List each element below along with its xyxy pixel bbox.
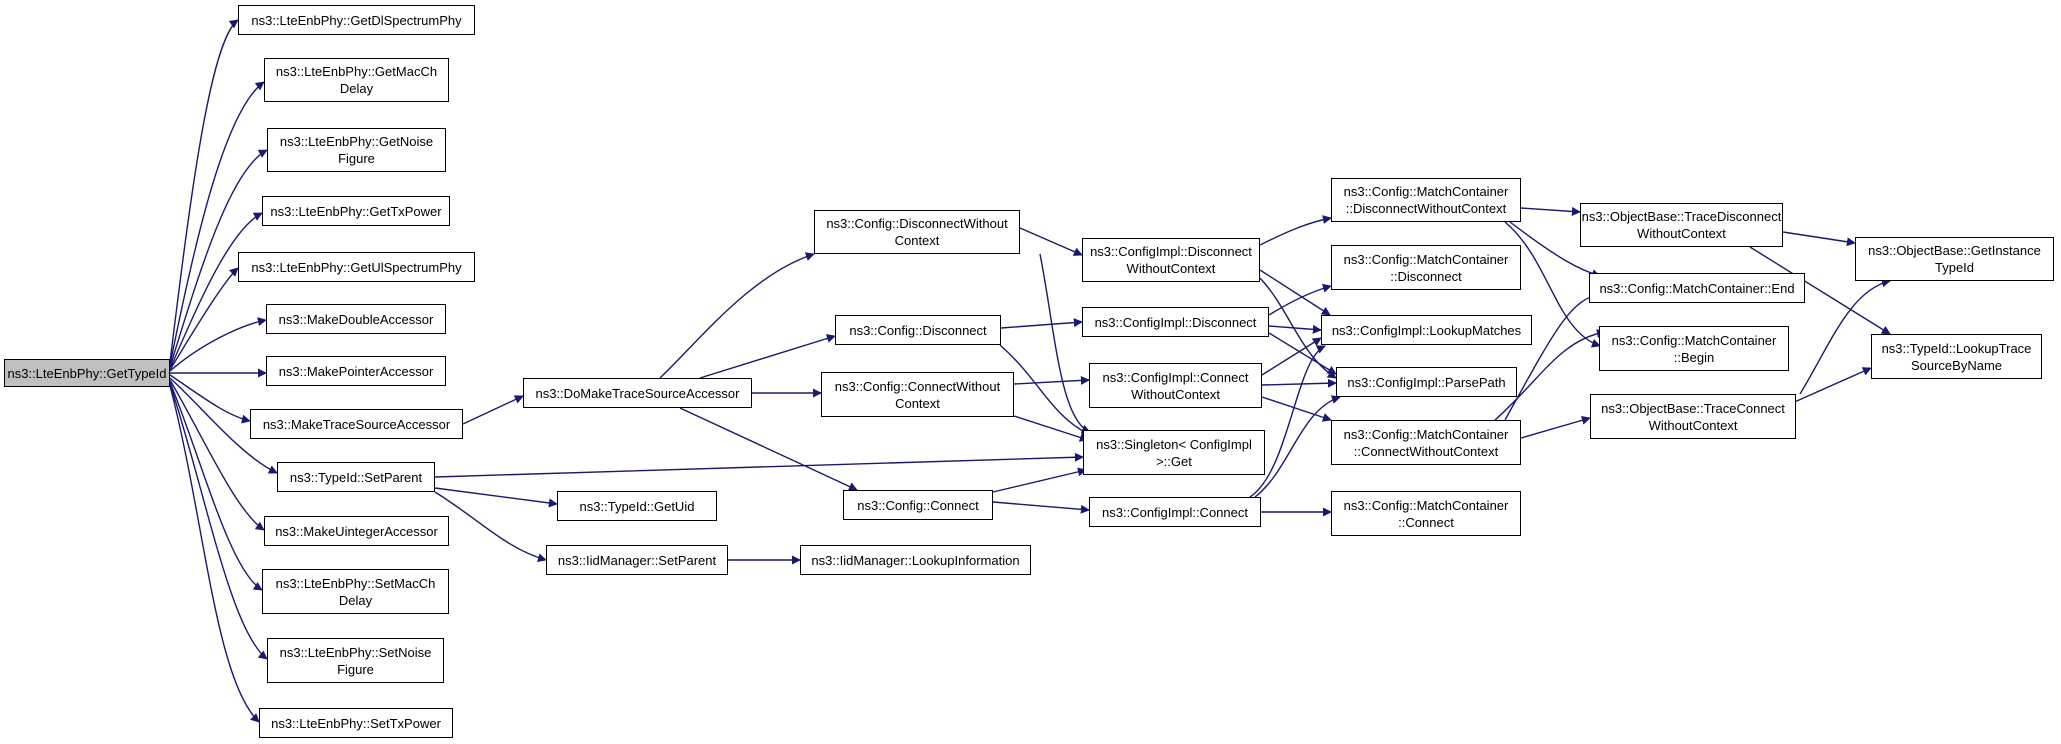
node-iidmanager-set-parent[interactable]: ns3::IidManager::SetParent xyxy=(546,545,728,575)
call-edge xyxy=(1268,324,1322,334)
node-set-mac-ch-delay[interactable]: ns3::LteEnbPhy::SetMacCh Delay xyxy=(262,569,449,614)
call-edge xyxy=(462,395,524,425)
call-edge xyxy=(1254,395,1341,498)
node-make-double-accessor[interactable]: ns3::MakeDoubleAccessor xyxy=(266,304,446,334)
call-edge xyxy=(169,377,278,474)
node-matchcontainer-connect-without-context[interactable]: ns3::Config::MatchContainer ::ConnectWit… xyxy=(1331,420,1521,465)
call-edge xyxy=(1520,206,1581,216)
node-typeid-get-uid[interactable]: ns3::TypeId::GetUid xyxy=(557,491,717,521)
node-get-tx-power[interactable]: ns3::LteEnbPhy::GetTxPower xyxy=(262,196,450,226)
node-matchcontainer-end[interactable]: ns3::Config::MatchContainer::End xyxy=(1589,273,1805,303)
call-edge xyxy=(1268,332,1337,375)
call-edge xyxy=(1799,278,1891,395)
call-edge xyxy=(1520,415,1591,439)
node-objectbase-trace-disconnect-without-context[interactable]: ns3::ObjectBase::TraceDisconnect Without… xyxy=(1580,203,1783,247)
call-edge xyxy=(169,374,251,424)
node-get-dl-spectrum-phy[interactable]: ns3::LteEnbPhy::GetDlSpectrumPhy xyxy=(238,5,475,35)
call-edge xyxy=(169,149,268,368)
call-edge xyxy=(169,19,239,363)
node-make-trace-source-accessor[interactable]: ns3::MakeTraceSourceAccessor xyxy=(250,409,463,439)
node-configimpl-parse-path[interactable]: ns3::ConfigImpl::ParsePath xyxy=(1336,367,1517,397)
node-set-tx-power[interactable]: ns3::LteEnbPhy::SetTxPower xyxy=(259,708,453,738)
call-edge xyxy=(679,407,858,491)
node-configimpl-lookup-matches[interactable]: ns3::ConfigImpl::LookupMatches xyxy=(1321,315,1532,345)
node-matchcontainer-connect[interactable]: ns3::Config::MatchContainer ::Connect xyxy=(1331,491,1521,536)
node-matchcontainer-disconnect[interactable]: ns3::Config::MatchContainer ::Disconnect xyxy=(1331,245,1521,290)
call-edge xyxy=(1000,318,1083,329)
node-make-uinteger-accessor[interactable]: ns3::MakeUintegerAccessor xyxy=(264,516,449,546)
node-singleton-configimpl-get[interactable]: ns3::Singleton< ConfigImpl >::Get xyxy=(1083,430,1265,475)
node-matchcontainer-begin[interactable]: ns3::Config::MatchContainer ::Begin xyxy=(1599,326,1789,371)
call-edge xyxy=(1259,269,1331,316)
node-get-mac-ch-delay[interactable]: ns3::LteEnbPhy::GetMacCh Delay xyxy=(264,58,449,102)
node-config-connect[interactable]: ns3::Config::Connect xyxy=(843,490,993,520)
call-edge xyxy=(1749,246,1891,335)
node-typeid-lookup-trace-source-by-name[interactable]: ns3::TypeId::LookupTrace SourceByName xyxy=(1871,334,2042,379)
call-edge xyxy=(1268,283,1332,316)
call-edge xyxy=(1039,253,1091,434)
call-edge xyxy=(1782,231,1856,247)
node-lte-enb-phy-get-type-id: ns3::LteEnbPhy::GetTypeId xyxy=(4,359,170,387)
call-edge xyxy=(1504,291,1601,421)
node-configimpl-disconnect-without-context[interactable]: ns3::ConfigImpl::Disconnect WithoutConte… xyxy=(1082,238,1260,282)
call-edge xyxy=(434,487,558,508)
node-configimpl-disconnect[interactable]: ns3::ConfigImpl::Disconnect xyxy=(1082,307,1269,337)
call-edge xyxy=(992,501,1090,514)
call-edge xyxy=(1261,396,1332,422)
call-edge xyxy=(1259,215,1332,246)
call-edge xyxy=(1249,345,1326,498)
call-edge xyxy=(434,491,547,563)
call-edge xyxy=(169,385,260,723)
node-get-noise-figure[interactable]: ns3::LteEnbPhy::GetNoise Figure xyxy=(267,128,446,172)
call-edge xyxy=(169,267,239,371)
call-edge xyxy=(1259,277,1337,379)
node-config-disconnect[interactable]: ns3::Config::Disconnect xyxy=(835,315,1001,345)
call-edge xyxy=(699,334,836,379)
call-edge xyxy=(999,344,1091,436)
call-edge xyxy=(169,379,265,531)
node-matchcontainer-disconnect-without-context[interactable]: ns3::Config::MatchContainer ::Disconnect… xyxy=(1331,178,1521,222)
node-set-noise-figure[interactable]: ns3::LteEnbPhy::SetNoise Figure xyxy=(267,638,444,683)
node-do-make-trace-source-accessor[interactable]: ns3::DoMakeTraceSourceAccessor xyxy=(523,378,752,408)
call-edge xyxy=(1789,367,1872,405)
node-config-connect-without-context[interactable]: ns3::Config::ConnectWithout Context xyxy=(821,372,1014,417)
call-edge xyxy=(1261,378,1337,388)
call-edge xyxy=(1494,328,1606,421)
call-edge xyxy=(169,81,265,366)
node-configimpl-connect-without-context[interactable]: ns3::ConfigImpl::Connect WithoutContext xyxy=(1089,363,1262,408)
call-edge xyxy=(169,383,268,660)
node-objectbase-get-instance-typeid[interactable]: ns3::ObjectBase::GetInstance TypeId xyxy=(1855,237,2054,281)
call-edge xyxy=(169,317,267,372)
node-iidmanager-lookup-information[interactable]: ns3::IidManager::LookupInformation xyxy=(800,545,1031,575)
call-edge xyxy=(659,252,815,379)
call-edge xyxy=(1019,227,1083,256)
node-objectbase-trace-connect-without-context[interactable]: ns3::ObjectBase::TraceConnect WithoutCon… xyxy=(1590,394,1796,439)
call-edge xyxy=(1013,375,1090,385)
node-config-disconnect-without-context[interactable]: ns3::Config::DisconnectWithout Context xyxy=(814,210,1020,254)
call-edge xyxy=(992,467,1087,493)
node-get-ul-spectrum-phy[interactable]: ns3::LteEnbPhy::GetUlSpectrumPhy xyxy=(238,252,475,282)
call-edge xyxy=(434,452,1084,478)
node-make-pointer-accessor[interactable]: ns3::MakePointerAccessor xyxy=(266,356,446,386)
call-edge xyxy=(169,212,263,370)
node-configimpl-connect[interactable]: ns3::ConfigImpl::Connect xyxy=(1089,497,1261,527)
call-edge xyxy=(169,381,263,591)
node-typeid-set-parent[interactable]: ns3::TypeId::SetParent xyxy=(277,462,435,492)
call-edge xyxy=(1013,415,1089,442)
call-edge xyxy=(1261,337,1322,376)
